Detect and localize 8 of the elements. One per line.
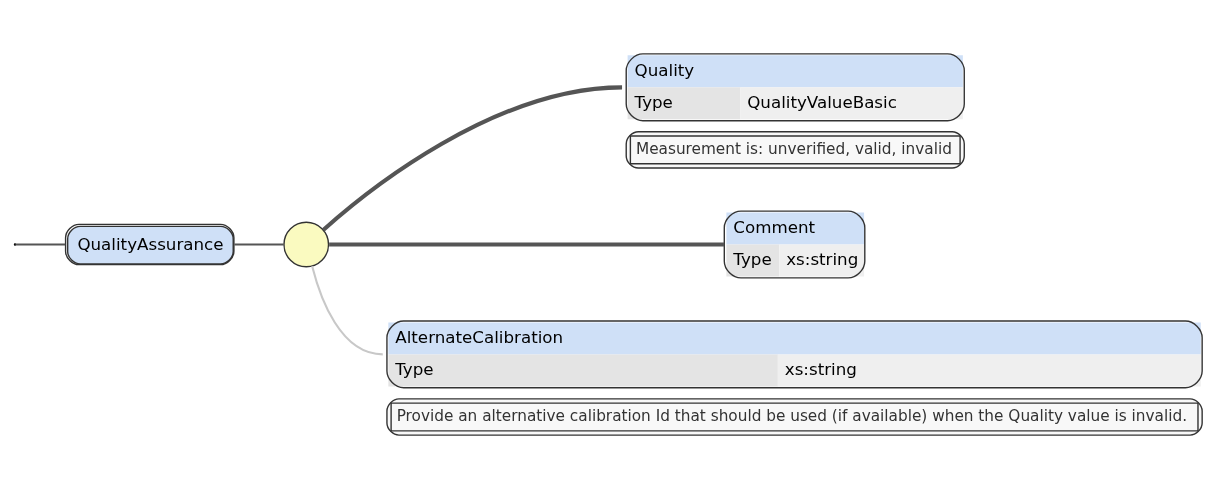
connector <box>234 243 284 246</box>
node-circle <box>283 221 330 268</box>
node-label: Measurement is: unverified, valid, invalid <box>635 139 952 158</box>
connector <box>311 265 383 356</box>
connector <box>329 242 725 247</box>
node-label: Provide an alternative calibration Id that should be used (if available) when the Quality value is invalid. <box>396 406 1188 425</box>
connector <box>15 243 66 246</box>
connector <box>321 85 623 232</box>
